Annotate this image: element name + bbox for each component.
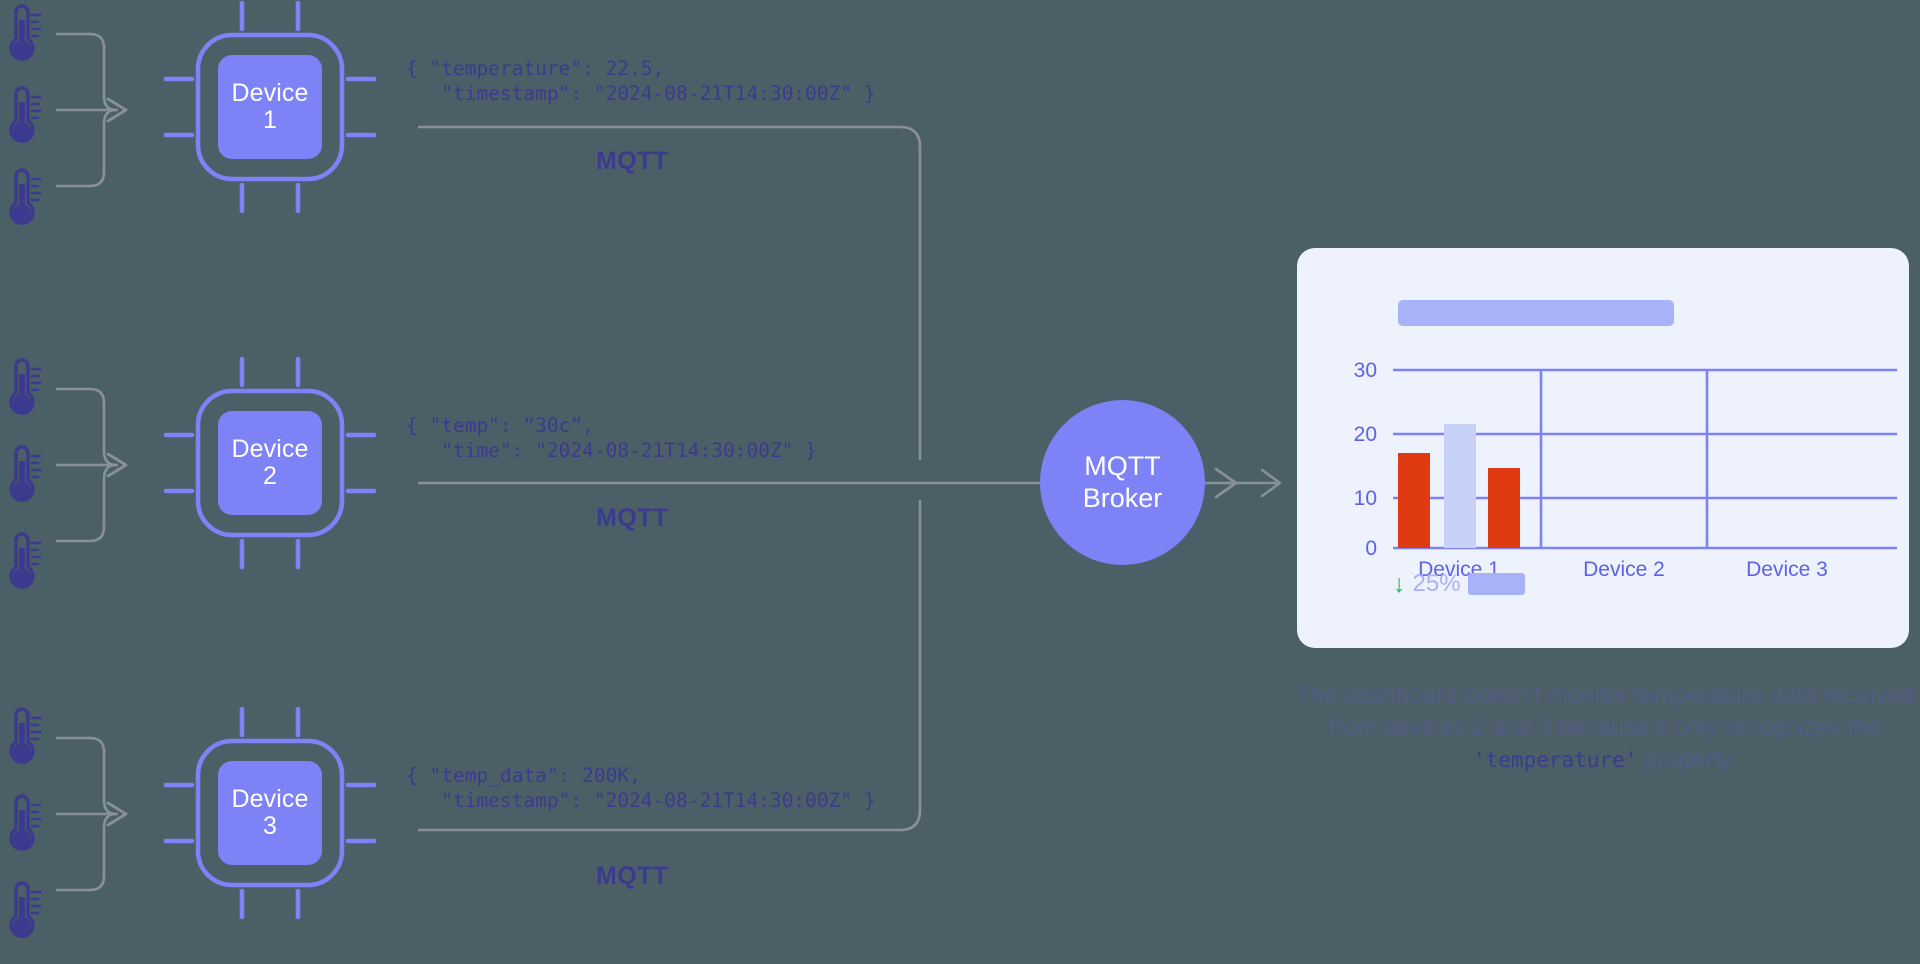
- protocol-label-1: MQTT: [596, 147, 669, 175]
- protocol-label-3: MQTT: [596, 862, 669, 890]
- delta-placeholder: [1467, 573, 1525, 595]
- thermometer-icon: [2, 705, 42, 767]
- x-axis-tick: Device 2: [1583, 558, 1665, 581]
- caption: The dashboard doesn't monitor temperatur…: [1290, 680, 1920, 776]
- payload-json-2: { "temp": “30c”, "time": "2024-08-21T14:…: [406, 414, 817, 462]
- chip-label-line2: 2: [262, 462, 277, 490]
- y-axis-tick: 0: [1365, 537, 1377, 560]
- broker-label-line2: Broker: [1082, 482, 1163, 513]
- chip-label-line1: Device: [231, 785, 309, 813]
- chip-label-line2: 3: [262, 812, 277, 840]
- arrow-down-icon: ↓: [1393, 569, 1406, 598]
- thermometer-icon: [2, 356, 42, 418]
- y-axis-tick: 10: [1353, 487, 1377, 510]
- thermometer-icon: [2, 166, 42, 228]
- sensor-brace-arrow: [52, 375, 132, 565]
- bar-series-2: [1444, 424, 1476, 548]
- payload-json-3: { "temp_data": 200K, "timestamp": "2024-…: [406, 764, 876, 812]
- caption-text-before: The dashboard doesn't monitor temperatur…: [1295, 682, 1915, 741]
- bar-chart: 30 20 10 0 Device 1 Device 2 Device 3: [1297, 248, 1909, 648]
- device-chip-2-label: Device 2: [218, 411, 322, 515]
- device-chip-1-label: Device 1: [218, 55, 322, 159]
- y-axis-tick: 20: [1353, 423, 1377, 446]
- broker-label-line1: MQTT: [1084, 451, 1161, 482]
- chip-label-line2: 1: [262, 106, 277, 134]
- sensor-brace-arrow: [52, 724, 132, 914]
- sensor-brace-arrow: [52, 20, 132, 210]
- chip-label-line1: Device: [231, 435, 309, 463]
- delta-indicator: ↓ 25%: [1393, 570, 1525, 598]
- caption-text-after: property.: [1637, 746, 1737, 773]
- chip-label-line1: Device: [231, 79, 309, 107]
- bar-series-1: [1398, 453, 1430, 548]
- y-axis-tick: 30: [1353, 359, 1377, 382]
- device-chip-1[interactable]: Device 1: [163, 0, 377, 214]
- caption-code: 'temperature': [1473, 748, 1638, 772]
- thermometer-icon: [2, 84, 42, 146]
- device-chip-3[interactable]: Device 3: [163, 706, 377, 920]
- device-chip-2[interactable]: Device 2: [163, 356, 377, 570]
- mqtt-broker-node[interactable]: MQTT Broker: [1040, 400, 1205, 565]
- device-chip-3-label: Device 3: [218, 761, 322, 865]
- dashboard-title-placeholder: [1398, 300, 1674, 326]
- dashboard-card[interactable]: 30 20 10 0 Device 1 Device 2 Device 3 ↓ …: [1297, 248, 1909, 648]
- payload-json-1: { "temperature": 22.5, "timestamp": "202…: [406, 57, 876, 105]
- thermometer-icon: [2, 879, 42, 941]
- thermometer-icon: [2, 2, 42, 64]
- x-axis-tick: Device 3: [1746, 558, 1828, 581]
- thermometer-icon: [2, 792, 42, 854]
- thermometer-icon: [2, 443, 42, 505]
- thermometer-icon: [2, 530, 42, 592]
- delta-value: 25%: [1412, 570, 1461, 597]
- bar-series-3: [1488, 468, 1520, 548]
- protocol-label-2: MQTT: [596, 504, 669, 532]
